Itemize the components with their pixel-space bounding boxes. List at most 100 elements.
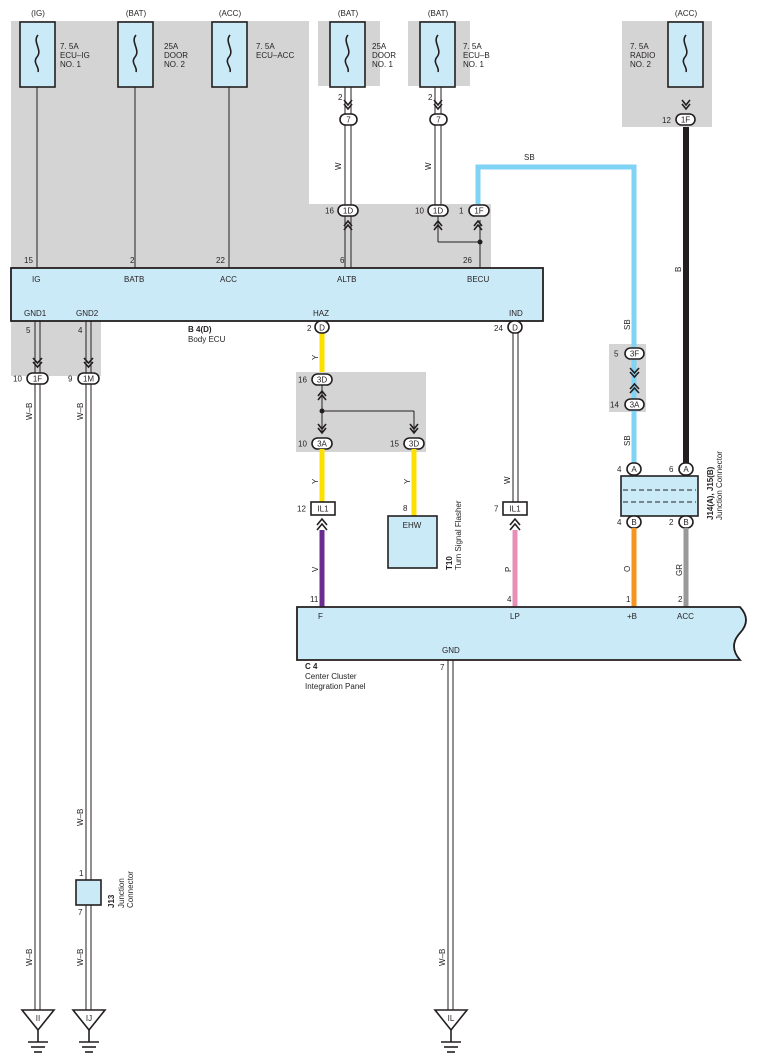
- wire-wb-1: W–B: [25, 403, 34, 420]
- fuse5-no: NO. 1: [463, 60, 484, 69]
- arrow-markers: [343, 99, 691, 231]
- conn-3a: 3A: [630, 401, 640, 410]
- connector-il1: [310, 501, 528, 516]
- fuse4-rating: 25A: [372, 42, 387, 51]
- ground-label-ij: IJ: [86, 1014, 92, 1023]
- conn-becu-mid: 1D: [433, 207, 443, 216]
- wire-sb-mid-label: SB: [623, 319, 632, 330]
- conn-3a-out: 3A: [317, 440, 327, 449]
- fuse4-name: DOOR: [372, 51, 396, 60]
- ground-symbol-ij: [71, 1009, 107, 1053]
- flasher-label: EHW: [403, 521, 422, 530]
- cluster-pin-acc: 2: [678, 595, 683, 604]
- wire-label-b-radio: B: [674, 267, 683, 272]
- pin-altb-mid: 16: [325, 207, 334, 216]
- ecu-term-gnd2: GND2: [76, 309, 99, 318]
- ecu-code: B 4(D): [188, 325, 212, 334]
- j14-conn3: B: [631, 518, 636, 527]
- j14-pin1: 4: [617, 465, 622, 474]
- cluster-gnd-pin: 7: [440, 663, 445, 672]
- fuse3-name: ECU–ACC: [256, 51, 294, 60]
- wire-wb-cluster: W–B: [438, 949, 447, 966]
- fuse1-source: (IG): [31, 9, 45, 18]
- fuse-ecu-b-no1: [419, 21, 456, 88]
- wire-label-w-door: W: [334, 162, 343, 170]
- fuse3-rating: 7. 5A: [256, 42, 275, 51]
- j14-conn2: A: [683, 465, 689, 474]
- conn-3d-out: 3D: [409, 440, 419, 449]
- cluster-pin-f: 11: [310, 595, 319, 604]
- fuse6-no: NO. 2: [630, 60, 651, 69]
- pin-gnd2-conn: 9: [68, 375, 73, 384]
- fuse-ecu-acc: [211, 21, 248, 88]
- fuse5-name: ECU–B: [463, 51, 490, 60]
- ecu-term-ind: IND: [509, 309, 523, 318]
- cluster-gnd: GND: [442, 646, 460, 655]
- ecu-pin-becu: 26: [463, 256, 472, 265]
- cluster-pin-lp: 4: [507, 595, 512, 604]
- pin-becu-1f: 1: [459, 207, 464, 216]
- fuse-radio-no2: [667, 21, 704, 88]
- pin-ecub-top: 2: [428, 93, 433, 102]
- pin-3a: 14: [610, 401, 619, 410]
- j14-pins: [626, 462, 694, 529]
- ground-wire-1: W–B: [25, 949, 34, 966]
- pin-il1-right: 7: [494, 505, 499, 514]
- conn-gnd2: 1M: [83, 375, 94, 384]
- cluster-code: C 4: [305, 662, 318, 671]
- shade-ecu-bottom: [11, 321, 101, 376]
- ecu-term-ig: IG: [32, 275, 40, 284]
- fuse1-name: ECU–IG: [60, 51, 90, 60]
- conn-3d-in: 3D: [317, 376, 327, 385]
- conn-haz: D: [319, 324, 325, 333]
- wire-w-ind-label: W: [503, 476, 512, 484]
- pin-il1-left: 12: [297, 505, 306, 514]
- pin-3a-out: 10: [298, 440, 307, 449]
- cluster-term-b: +B: [627, 612, 637, 621]
- arrows-il1: [316, 517, 521, 531]
- conn-il1-right: IL1: [509, 505, 521, 514]
- conn-becu-1f: 1F: [474, 207, 483, 216]
- wire-o-label: O: [623, 566, 632, 572]
- fuse4-source: (BAT): [338, 9, 359, 18]
- arrows-gnd: [32, 357, 94, 369]
- pin-haz: 2: [307, 324, 312, 333]
- wire-v-label: V: [311, 566, 320, 572]
- ecu-pin-acc: 22: [216, 256, 225, 265]
- wire-sb: [475, 164, 637, 467]
- wire-sb-low-label: SB: [623, 435, 632, 446]
- fuse2-name: DOOR: [164, 51, 188, 60]
- fuse5-rating: 7. 5A: [463, 42, 482, 51]
- j14-code: J14(A), J15(B): [706, 466, 715, 520]
- ground-symbol-ii: [20, 1009, 56, 1053]
- connector-haz: [314, 320, 330, 334]
- ecu-term-becu: BECU: [467, 275, 489, 284]
- connector-3f-3a: [624, 347, 645, 411]
- arrows-3d: [317, 389, 419, 435]
- pin-becu-mid: 10: [415, 207, 424, 216]
- conn-ecub-top: 7: [436, 116, 441, 125]
- j13-pin-top: 1: [79, 869, 84, 878]
- j13-code: J13: [107, 894, 116, 908]
- ecu-term-acc: ACC: [220, 275, 237, 284]
- pin-ind: 24: [494, 324, 503, 333]
- splice-point-becu: [477, 239, 483, 245]
- ground-symbol-il: [433, 1009, 469, 1053]
- j14-pin3: 4: [617, 518, 622, 527]
- fuse4-no: NO. 1: [372, 60, 393, 69]
- fuse6-name: RADIO: [630, 51, 655, 60]
- pin-gnd1: 5: [26, 326, 31, 335]
- connector-gnd: [26, 372, 100, 385]
- wire-w-ind: [512, 333, 519, 502]
- ecu-pin-ig: 15: [24, 256, 33, 265]
- cluster-term-f: F: [318, 612, 323, 621]
- j14-pin4: 2: [669, 518, 674, 527]
- pin-3f: 5: [614, 350, 619, 359]
- j14-conn1: A: [631, 465, 637, 474]
- ecu-term-altb: ALTB: [337, 275, 356, 284]
- flasher-name: Turn Signal Flasher: [454, 500, 463, 570]
- wire-label-sb-top: SB: [524, 153, 535, 162]
- fuse-door-no1: [329, 21, 366, 88]
- pin-radio-top: 12: [662, 116, 671, 125]
